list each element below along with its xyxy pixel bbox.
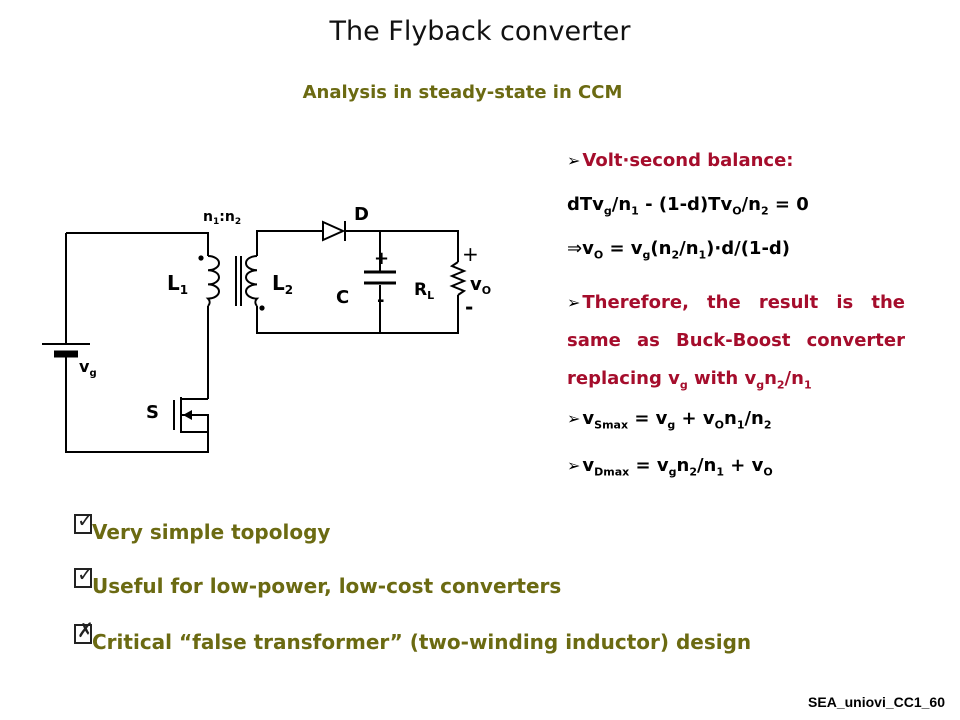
label-vg: vg [79,357,97,379]
page-title: The Flyback converter [329,16,631,47]
dot-primary [198,255,204,261]
bullet-simple-topology: ✓ Very simple topology [74,508,330,544]
arrow-bullet-icon: ➢ [567,456,581,475]
mosfet-body [181,414,209,432]
wire-load-bottom [256,306,459,334]
arrow-bullet-icon: ➢ [567,151,581,170]
bullet-low-power: ✓ Useful for low-power, low-cost convert… [74,562,561,598]
cross-box-icon [74,624,92,644]
label-vo: vO [470,274,491,297]
label-L1: L1 [167,271,188,297]
mosfet-arrow [183,410,192,420]
volt-second-heading: ➢Volt·second balance: [567,150,794,171]
label-C: C [336,287,349,308]
wire-top-left [66,232,209,256]
check-box-icon [74,514,92,534]
check-box-icon [74,568,92,588]
label-L2: L2 [272,271,293,297]
slide-footer-id: SEA_uniovi_CC1_60 [808,694,945,710]
bullet-critical-design: ✗ Critical “false transformer” (two-wind… [74,618,751,654]
label-S: S [146,402,159,423]
label-RL: RL [414,280,434,302]
implies-arrow-icon: ⇒ [567,238,583,259]
diode-triangle [322,220,346,242]
resistor-zigzag [449,261,467,296]
wire-secondary-top [256,230,323,256]
arrow-bullet-icon: ➢ [567,293,581,312]
output-minus-sign: - [465,295,473,319]
vdmax-equation: ➢vDmax = vgn2/n1 + vO [567,455,773,479]
cap-plus-sign: + [374,248,389,269]
arrow-bullet-icon: ➢ [567,409,581,428]
wire-diode-to-load [345,230,459,258]
label-D: D [354,204,369,225]
therefore-paragraph: ➢Therefore, the result is the same as Bu… [567,292,905,392]
vsmax-equation: ➢vSmax = vg + vOn1/n2 [567,408,772,432]
dot-secondary [259,305,265,311]
wire-left-lower [65,356,209,453]
secondary-coil [245,255,260,307]
page-subtitle: Analysis in steady-state in CCM [302,82,623,103]
balance-equation: dTvg/n1 - (1-d)TvO/n2 = 0 [567,194,809,218]
result-equation: ⇒vO = vg(n2/n1)·d/(1-d) [567,238,791,262]
primary-coil [205,255,220,307]
output-plus-sign: + [462,242,479,266]
cap-minus-sign: - [377,290,384,311]
ratio-label: n1:n2 [203,209,241,227]
